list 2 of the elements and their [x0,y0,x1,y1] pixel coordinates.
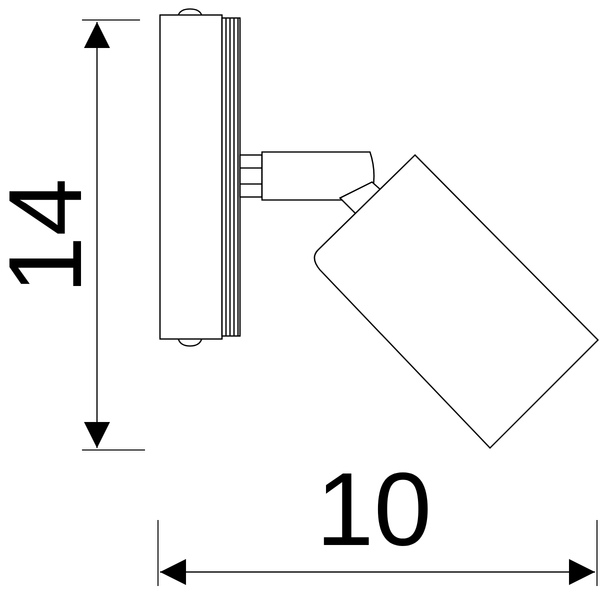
dimension-label: 14 [0,178,98,294]
dimension-label: 10 [316,458,432,562]
